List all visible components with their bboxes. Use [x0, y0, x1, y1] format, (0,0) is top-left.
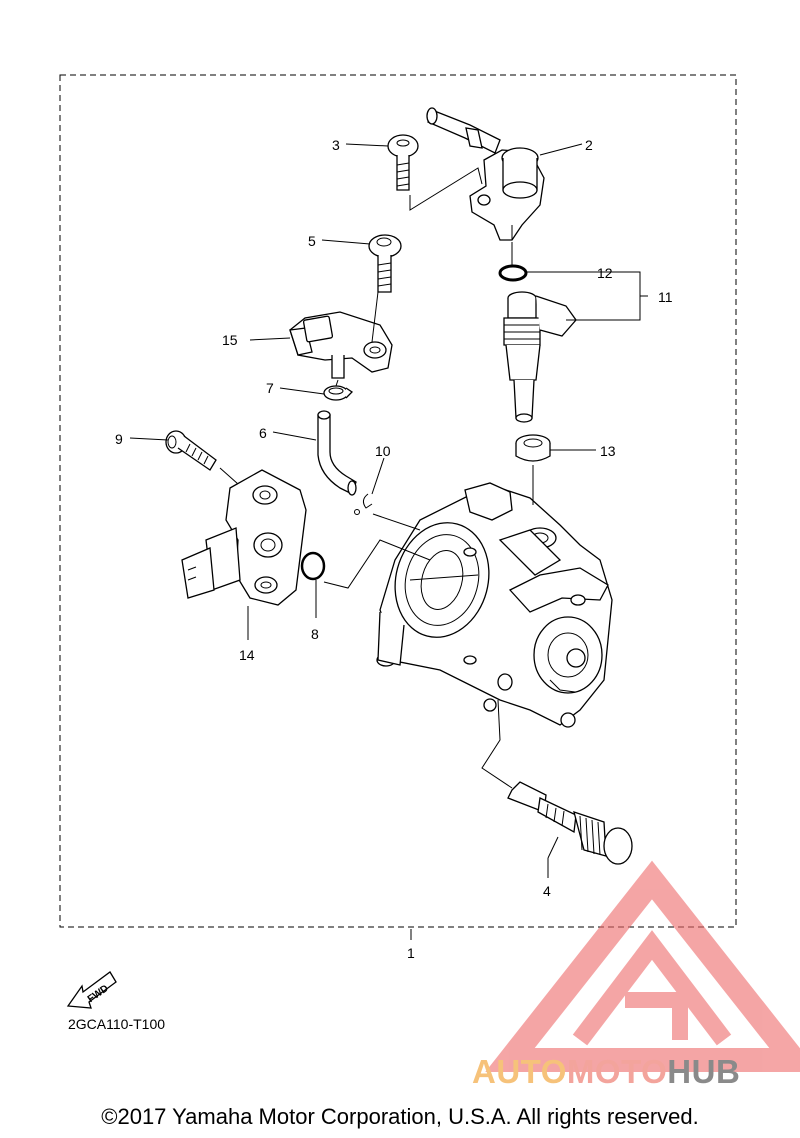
idle-adjust-screw-part	[507, 781, 633, 865]
callout-4: 4	[543, 883, 551, 899]
bolt-part-5	[368, 234, 402, 293]
callout-9: 9	[115, 431, 123, 447]
callout-2: 2	[585, 137, 593, 153]
diagram-code: 2GCA110-T100	[68, 1016, 166, 1032]
callout-14: 14	[239, 647, 255, 663]
vacuum-hose-part	[317, 410, 357, 496]
callout-6: 6	[259, 425, 267, 441]
callout-13: 13	[600, 443, 616, 459]
assembly-boundary	[59, 74, 737, 928]
fuel-injector-part	[503, 291, 577, 423]
small-clip-part	[354, 493, 373, 515]
fuel-hose-joint-part	[426, 107, 545, 241]
hose-clip-part	[323, 385, 354, 401]
watermark-text: AUTOMOTOHUB	[472, 1053, 740, 1091]
bolt-part-3	[387, 134, 419, 191]
callout-10: 10	[375, 443, 391, 459]
o-ring-part-12	[498, 264, 528, 282]
callout-1: 1	[407, 945, 415, 961]
watermark-text-hub: HUB	[667, 1053, 741, 1090]
callout-8: 8	[311, 626, 319, 642]
leader-lines	[129, 143, 648, 940]
callout-11: 11	[658, 289, 673, 305]
fwd-arrow-icon: FWD	[66, 971, 117, 1009]
callout-12: 12	[597, 265, 613, 281]
o-ring-part-8	[300, 551, 326, 581]
injector-seal-part	[515, 434, 551, 462]
callout-5: 5	[308, 233, 316, 249]
callout-7: 7	[266, 380, 274, 396]
throttle-body-part	[376, 482, 613, 728]
throttle-position-sensor-part	[181, 469, 307, 606]
copyright-notice: ©2017 Yamaha Motor Corporation, U.S.A. A…	[101, 1104, 699, 1129]
watermark-logo-icon	[485, 860, 800, 1072]
intake-air-pressure-sensor-part	[289, 311, 393, 379]
callout-15: 15	[222, 332, 238, 348]
watermark-text-auto: AUTO	[472, 1053, 567, 1090]
screw-part-9	[165, 430, 217, 471]
watermark-text-moto: MOTO	[566, 1053, 668, 1090]
callout-3: 3	[332, 137, 340, 153]
